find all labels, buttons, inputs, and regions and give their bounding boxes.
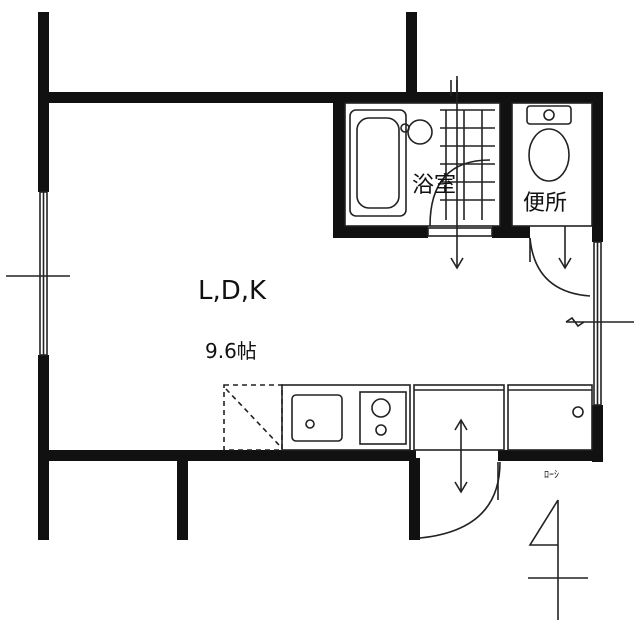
toilet-room [511,102,593,227]
wall-bottom-right [498,450,603,461]
ldk-name: L,D,K [198,276,267,306]
ldk-area: 9.6帖 [205,339,257,363]
side-label: ﾛｰｼ [544,470,559,481]
toilet-label: 便所 [523,191,567,216]
kitchen-stove-burner [371,398,391,418]
wall-bath-right [500,100,512,238]
bath-label: 浴室 [412,173,456,198]
details [6,76,634,620]
wall-right-upper [592,92,603,242]
fridge-space [223,384,283,451]
fridge-space-diag [225,388,281,447]
wall-lower-door [409,458,420,540]
wall-left-lower [38,355,49,540]
walls [38,12,603,540]
shoe-cabinet-knob [572,406,584,418]
bathtub-inner [356,117,400,209]
wall-bath-left [333,100,345,238]
kitchen-sink-drain [305,419,315,429]
kitchen-stove-burner2 [375,424,387,436]
kitchen-sink [291,394,343,442]
toilet-door-arc [529,237,591,297]
toilet-bowl [528,128,570,182]
bath-door-arrow [450,257,464,270]
axis-right-tick-wave [565,316,585,328]
wall-stub-top [406,12,417,102]
wall-bath-bottom [333,226,428,238]
entrance-door-arc [419,461,501,539]
wall-top [38,92,603,103]
washbasin [407,119,433,145]
bath-door-arc [429,159,491,227]
north-mark [528,499,588,620]
bath-threshold [427,227,493,237]
toilet-tank [526,105,572,125]
washbasin-tap [400,123,410,133]
bath-unit [344,102,501,227]
entrance-area [413,384,505,451]
toilet-door-arrow [558,257,572,270]
wall-lower-left [177,458,188,540]
entrance-door-arrow-top [454,418,468,431]
kitchen-stove [359,391,407,445]
wall-toilet-bottom [512,226,530,238]
wall-bottom-left [38,450,416,461]
shoe-cabinet [507,384,593,451]
toilet-tank-knob [543,109,555,121]
bathtub-outer [349,109,407,217]
bath-tile-grid [440,109,495,220]
wall-right-lower [592,405,603,462]
entrance-door-arrow-bot [454,481,468,494]
